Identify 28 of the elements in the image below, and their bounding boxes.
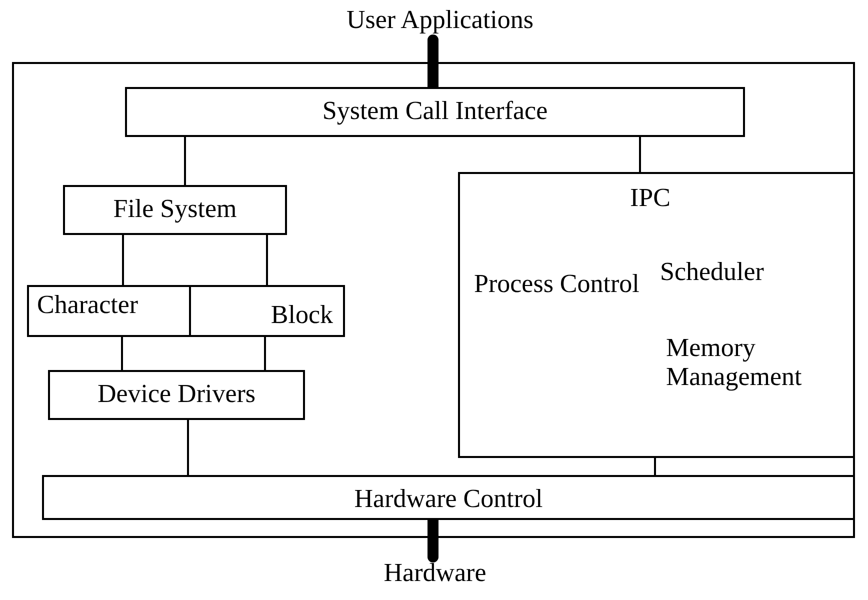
module-box: [27, 285, 191, 337]
module-label: System Call Interface: [321, 97, 549, 126]
connector-line: [264, 337, 266, 370]
connector-line: [122, 235, 124, 285]
module-box: [189, 285, 345, 337]
module-label: Memory Management: [666, 334, 803, 392]
subsystem-box: [458, 172, 855, 458]
connector-line: [639, 137, 641, 172]
text-label: User Applications: [325, 2, 555, 42]
module-label: Device Drivers: [96, 380, 257, 409]
connector-line: [187, 420, 189, 475]
module-label: IPC: [630, 184, 670, 213]
text-label: Hardware: [350, 557, 520, 597]
module-box: [48, 370, 305, 420]
kernel-boundary-box: [12, 62, 855, 538]
module-box: [63, 185, 287, 235]
module-label: Scheduler: [660, 258, 764, 287]
module-label: Block: [270, 301, 333, 330]
interface-box: [125, 87, 745, 137]
connector-line: [654, 458, 656, 475]
module-box: [42, 475, 855, 520]
module-label: Hardware Control: [353, 485, 544, 514]
connector-line: [266, 235, 268, 285]
connector-line: [184, 137, 186, 185]
module-label: Character: [37, 291, 138, 320]
module-label: Process Control: [474, 270, 640, 299]
connector-line: [121, 337, 123, 370]
module-label: File System: [112, 195, 238, 224]
